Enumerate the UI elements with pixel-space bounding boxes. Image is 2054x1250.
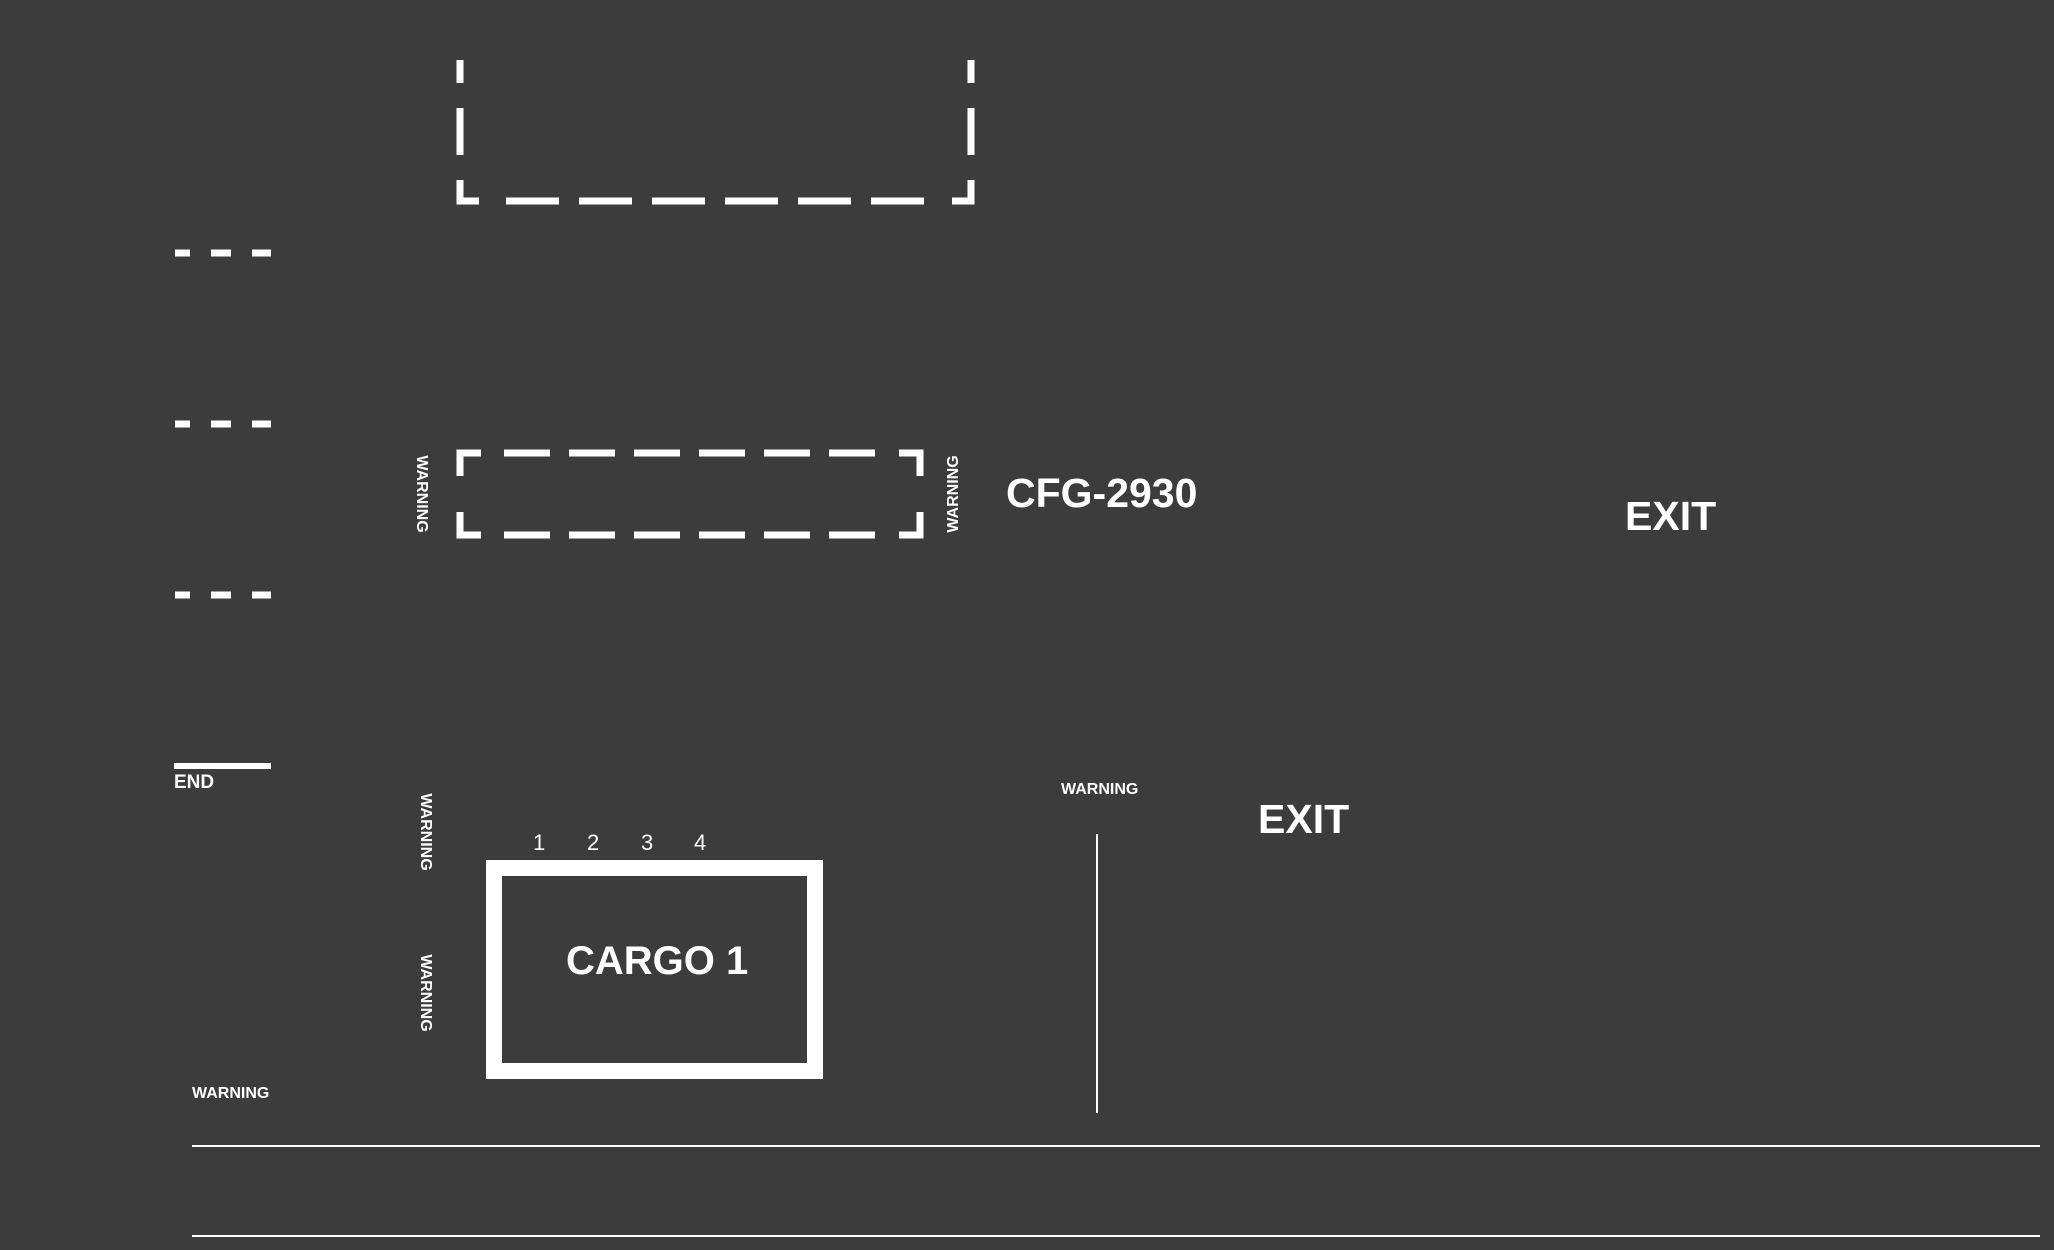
end-label: END	[174, 772, 215, 793]
cargo-slot-number: 2	[587, 830, 600, 855]
cargo-slot-number: 4	[694, 830, 707, 855]
cargo-slot-number: 3	[641, 830, 654, 855]
warning-label-middle-right: WARNING	[945, 455, 962, 533]
warning-label-bottom: WARNING	[192, 1085, 270, 1102]
cargo-label: CARGO 1	[566, 939, 749, 983]
warning-label-cargo-side: WARNING	[417, 954, 434, 1032]
warning-label-cargo-top: WARNING	[417, 793, 434, 871]
cfg-label: CFG-2930	[1006, 470, 1198, 516]
upper-dashed-bay	[456, 60, 975, 205]
lane-dashes	[175, 249, 271, 599]
exit-sign-lower: EXIT	[1258, 796, 1350, 842]
warning-label-divider: WARNING	[1061, 781, 1139, 798]
exit-sign-upper: EXIT	[1625, 493, 1717, 539]
middle-dashed-bay	[456, 449, 924, 539]
warning-label-middle-left: WARNING	[413, 455, 430, 533]
cargo-slot-number: 1	[533, 830, 546, 855]
cargo-box	[486, 860, 823, 1079]
